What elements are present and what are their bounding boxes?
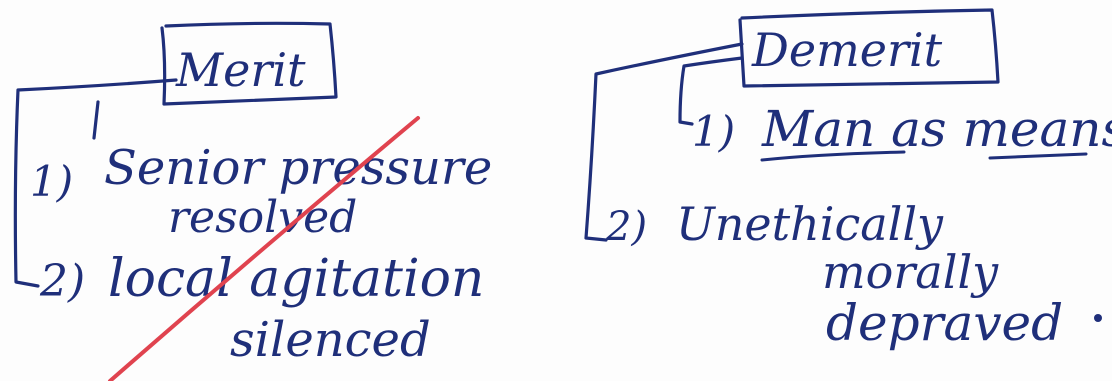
- merit-point2-line2: silenced: [230, 312, 431, 368]
- demerit-point2-number: 2): [605, 204, 647, 250]
- merit-point1-tick: [92, 100, 100, 140]
- merit-point1-line2: resolved: [168, 192, 357, 243]
- demerit-point1-bracket: [678, 56, 744, 126]
- underline-means: [988, 152, 1088, 160]
- merit-point1-number: 1): [30, 157, 73, 206]
- demerit-point2-line2: morally: [822, 245, 999, 299]
- demerit-heading-box: [738, 8, 1000, 88]
- demerit-point1-line1: Man as means: [761, 100, 1112, 158]
- demerit-point2-line1: Unethically: [676, 197, 944, 251]
- demerit-underlines: [760, 150, 1088, 162]
- merit-point2-number: 2): [39, 256, 85, 307]
- red-strikethrough-line: [108, 116, 420, 381]
- demerit-bracket: [584, 42, 744, 242]
- demerit-heading: Demerit: [751, 23, 943, 77]
- merit-tree-lines: [13, 21, 338, 288]
- merit-bracket: [13, 78, 178, 288]
- demerit-point2-line3: depraved: [826, 294, 1063, 352]
- merit-point1-line1: Senior pressure: [104, 140, 492, 196]
- merit-point2-line1: local agitation: [108, 249, 484, 309]
- merit-heading: Merit: [175, 43, 306, 97]
- demerit-tree-lines: [584, 8, 1000, 242]
- ink-dot: [1094, 314, 1102, 322]
- underline-man: [760, 150, 906, 162]
- merit-heading-box: [160, 21, 338, 106]
- demerit-point1-number: 1): [692, 107, 735, 156]
